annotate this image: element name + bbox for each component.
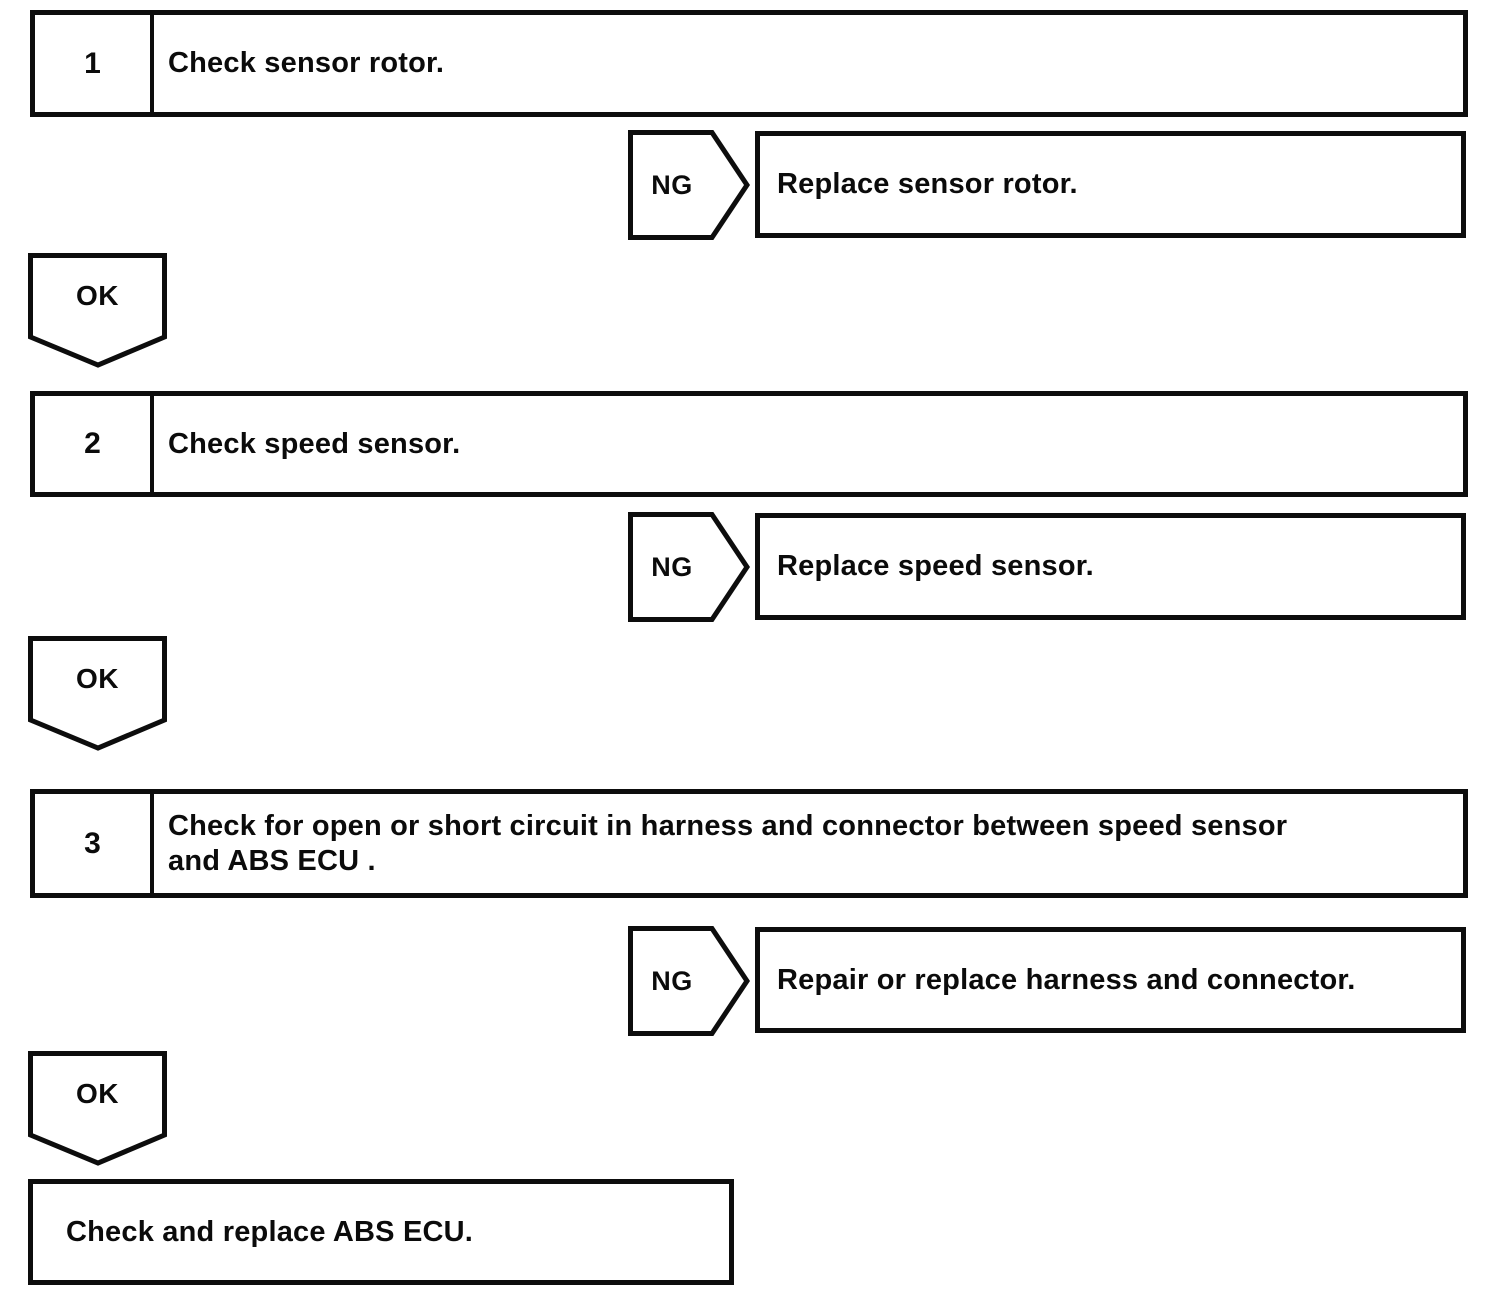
step-2-box: 2 Check speed sensor. — [30, 391, 1468, 497]
step-3-ok-connector: OK — [28, 1051, 168, 1167]
step-3-box: 3 Check for open or short circuit in har… — [30, 789, 1468, 898]
step-1-ng-action-box: Replace sensor rotor. — [755, 131, 1466, 238]
step-3-ng-action-box: Repair or replace harness and connector. — [755, 927, 1466, 1033]
step-3-ok-label: OK — [76, 1078, 119, 1109]
step-3-ng-connector: NG — [628, 926, 750, 1036]
step-2-ok-connector: OK — [28, 636, 168, 752]
step-3-ng-label: NG — [651, 965, 693, 996]
step-1-ng-action-text: Replace sensor rotor. — [777, 168, 1078, 200]
ok-pentagon-down-icon — [28, 253, 167, 368]
step-2-ng-action-text: Replace speed sensor. — [777, 550, 1094, 582]
step-3-instruction: Check for open or short circuit in harne… — [168, 809, 1288, 877]
step-2-ng-action-box: Replace speed sensor. — [755, 513, 1466, 620]
step-2-number: 2 — [35, 396, 154, 492]
step-2-instruction: Check speed sensor. — [168, 427, 461, 460]
step-2-ng-connector: NG — [628, 512, 750, 622]
ng-pentagon-right-icon — [628, 512, 750, 622]
step-1-ng-label: NG — [651, 169, 693, 200]
ng-pentagon-right-icon — [628, 926, 750, 1036]
step-1-ng-connector: NG — [628, 130, 750, 240]
step-1-number: 1 — [35, 15, 154, 112]
step-2-ok-label: OK — [76, 663, 119, 694]
step-3-number: 3 — [35, 794, 154, 893]
step-1-box: 1 Check sensor rotor. — [30, 10, 1468, 117]
step-3-ng-action-text: Repair or replace harness and connector. — [777, 963, 1356, 996]
step-2-ng-label: NG — [651, 551, 693, 582]
final-action-box: Check and replace ABS ECU. — [28, 1179, 734, 1285]
final-action-text: Check and replace ABS ECU. — [66, 1215, 474, 1248]
ng-pentagon-right-icon — [628, 130, 750, 240]
ok-pentagon-down-icon — [28, 1051, 167, 1166]
step-1-ok-label: OK — [76, 280, 119, 311]
ok-pentagon-down-icon — [28, 636, 167, 751]
step-1-instruction: Check sensor rotor. — [168, 47, 445, 79]
step-1-ok-connector: OK — [28, 253, 168, 369]
